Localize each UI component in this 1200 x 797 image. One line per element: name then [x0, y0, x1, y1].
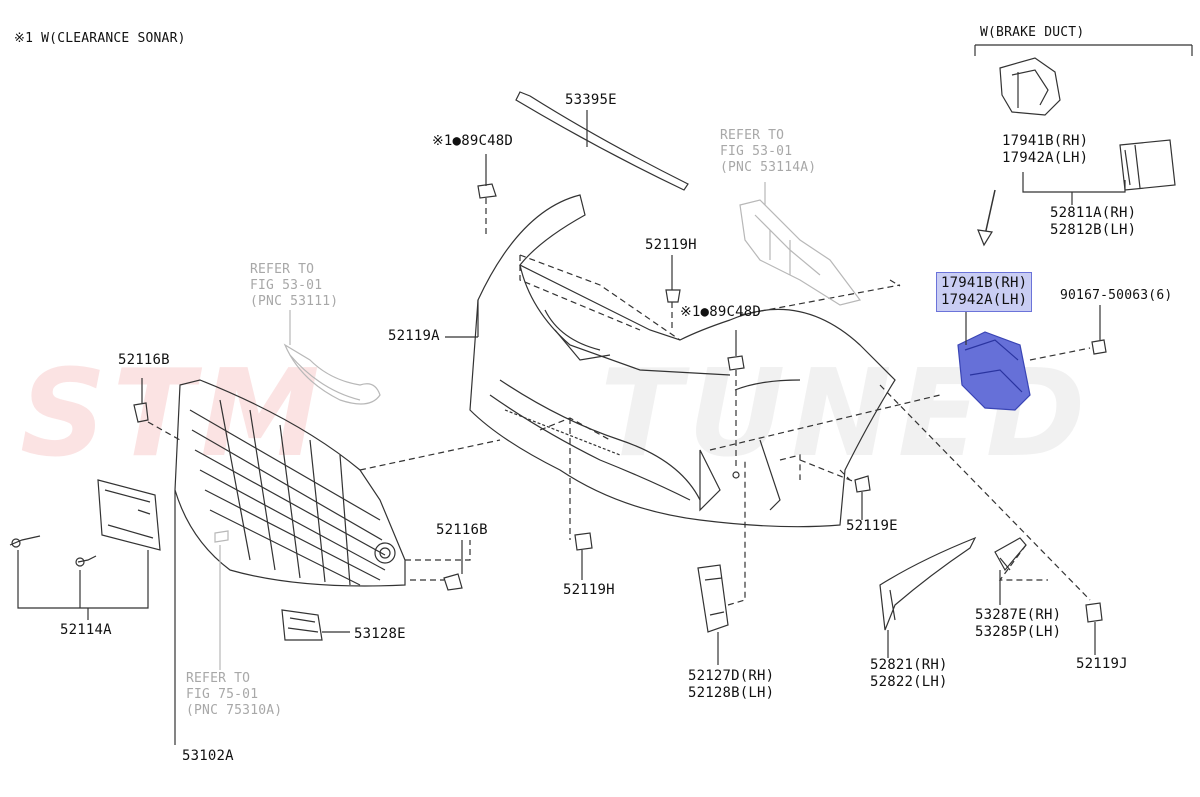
clip-52119h-lower [574, 532, 593, 551]
label-52116B-left: 52116B [118, 352, 170, 368]
clip-52116b-lower [443, 573, 463, 591]
ghost-ref-part-b [283, 343, 381, 405]
brake-duct-part-top [999, 57, 1061, 116]
bolt-mid [77, 555, 97, 563]
label-52119J: 52119J [1076, 656, 1128, 672]
label-53128E: 53128E [354, 626, 406, 642]
label-52119E: 52119E [846, 518, 898, 534]
clip-52119e [854, 475, 871, 493]
label-52119H-lower: 52119H [563, 582, 615, 598]
clip-center [727, 355, 745, 371]
brake-duct-header: W(BRAKE DUCT) [980, 25, 1085, 40]
label-53102A: 53102A [182, 748, 234, 764]
label-52116B-lower: 52116B [436, 522, 488, 538]
watermark-left: STM [20, 345, 326, 484]
clip-top [477, 183, 497, 199]
trim-strip [515, 91, 689, 191]
label-52114A: 52114A [60, 622, 112, 638]
label-duct-top: 17941B(RH)17942A(LH) [1002, 133, 1089, 166]
screw-90167 [1091, 339, 1107, 355]
bracket-53128e [281, 609, 323, 641]
label-90167: 90167-50063(6) [1060, 288, 1173, 303]
label-52127D: 52127D(RH)52128B(LH) [688, 668, 775, 701]
clip-52119h-top [665, 289, 681, 303]
label-52119H-top: 52119H [645, 237, 697, 253]
label-53395E: 53395E [565, 92, 617, 108]
clip-52119j [1085, 602, 1103, 623]
label-52119A: 52119A [388, 328, 440, 344]
label-52821: 52821(RH)52822(LH) [870, 657, 948, 690]
down-arrow [984, 189, 996, 236]
grille [174, 379, 406, 587]
note-clearance-sonar: ※1 W(CLEARANCE SONAR) [14, 31, 186, 46]
label-53287E: 53287E(RH)53285P(LH) [975, 607, 1062, 640]
license-bracket [97, 479, 161, 551]
label-89C48D-center: ※1●89C48D [680, 304, 761, 320]
side-reflector [697, 564, 729, 633]
bolt-left [9, 535, 41, 546]
label-89C48D-top: ※1●89C48D [432, 133, 513, 149]
duct-piece [1119, 139, 1176, 191]
clip-52116b-left [133, 402, 149, 423]
label-52811A: 52811A(RH)52812B(LH) [1050, 205, 1137, 238]
label-duct-highlighted: 17941B(RH)17942A(LH) [936, 272, 1033, 312]
front-bumper-cover [469, 194, 896, 528]
ghost-ref-part-a [739, 199, 862, 306]
side-moulding [879, 536, 977, 631]
